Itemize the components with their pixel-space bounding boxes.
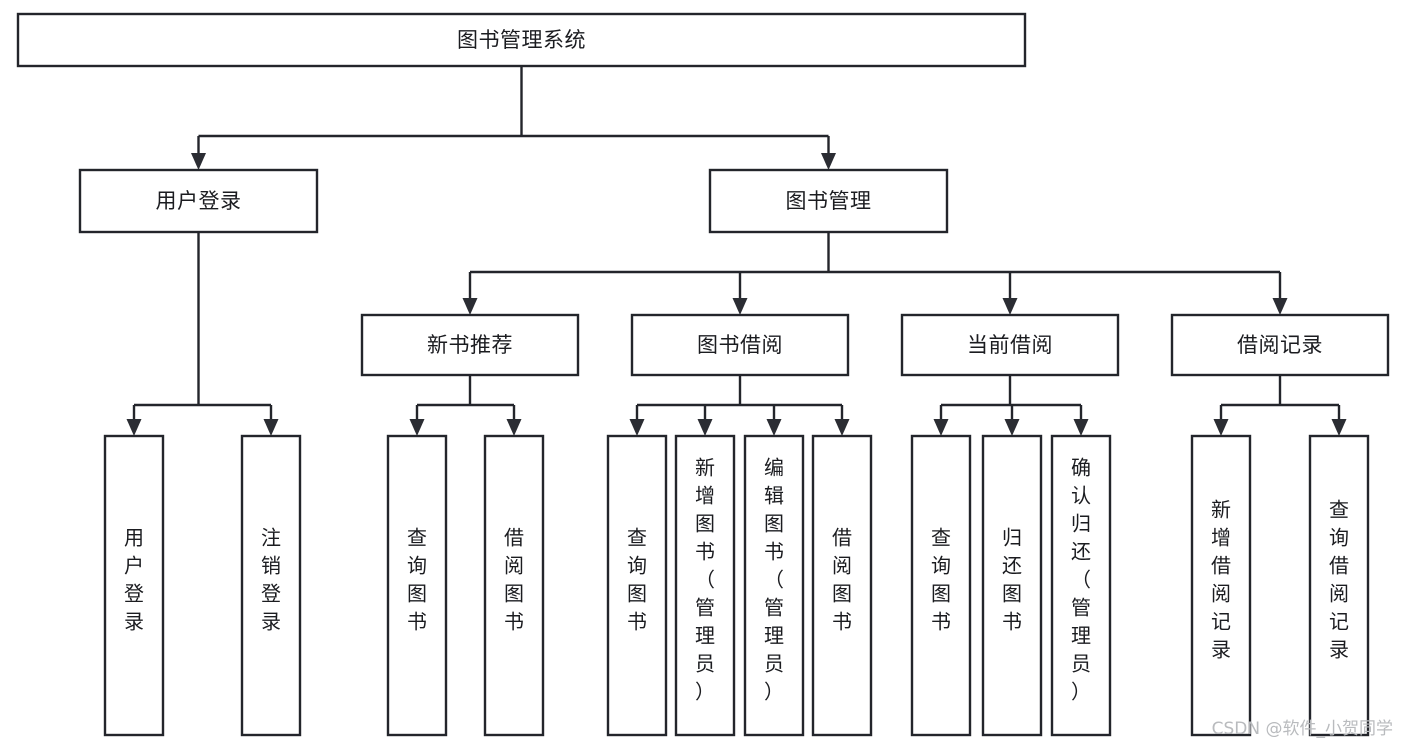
node-leaf-user-login-label: 用户登录	[124, 526, 144, 634]
node-user-login-box[interactable]	[78, 168, 319, 234]
arrow-head-icon	[506, 419, 522, 436]
node-book-borrow-label: 图书借阅	[697, 333, 783, 357]
node-leaf-query-book-2-box[interactable]	[606, 434, 668, 737]
arrow-head-icon	[1331, 419, 1347, 436]
node-leaf-add-record-label: 新增借阅记录	[1211, 498, 1231, 662]
node-new-book-recommend-box[interactable]	[360, 313, 580, 377]
node-leaf-query-record-label: 查询借阅记录	[1329, 498, 1349, 662]
node-leaf-borrow-book-1-label: 借阅图书	[504, 526, 524, 634]
node-leaf-add-book-label: 新增图书（管理员）	[695, 456, 715, 704]
node-leaf-edit-book-box[interactable]	[743, 434, 805, 737]
arrow-head-icon	[834, 419, 850, 436]
node-borrow-record-label: 借阅记录	[1237, 333, 1323, 357]
node-leaf-borrow-book-1-box[interactable]	[483, 434, 545, 737]
node-leaf-query-book-2-label: 查询图书	[627, 526, 647, 634]
node-leaf-edit-book-label: 编辑图书（管理员）	[764, 456, 784, 704]
node-current-borrow-box[interactable]	[900, 313, 1120, 377]
node-leaf-borrow-book-2-box[interactable]	[811, 434, 873, 737]
node-leaf-query-book-1-label: 查询图书	[407, 526, 427, 634]
arrow-head-icon	[821, 153, 836, 170]
edges-layer	[126, 66, 1347, 436]
node-leaf-query-book-3-box[interactable]	[910, 434, 972, 737]
arrow-head-icon	[933, 419, 949, 436]
node-leaf-query-book-1-box[interactable]	[386, 434, 448, 737]
arrow-head-icon	[1073, 419, 1089, 436]
node-root-root-box[interactable]	[16, 12, 1027, 68]
arrow-head-icon	[1213, 419, 1229, 436]
nodes-layer: 图书管理系统用户登录图书管理新书推荐图书借阅当前借阅借阅记录用户登录注销登录查询…	[16, 12, 1390, 737]
node-book-manage-label: 图书管理	[786, 189, 872, 213]
node-root-root-label: 图书管理系统	[457, 28, 586, 52]
arrow-head-icon	[1272, 298, 1288, 315]
node-new-book-recommend-label: 新书推荐	[427, 333, 513, 357]
node-user-login-label: 用户登录	[156, 189, 242, 213]
arrow-head-icon	[263, 419, 279, 436]
arrow-head-icon	[409, 419, 425, 436]
node-leaf-logout-login-box[interactable]	[240, 434, 302, 737]
arrow-head-icon	[732, 298, 748, 315]
node-leaf-confirm-return-label: 确认归还（管理员）	[1071, 456, 1091, 704]
arrow-head-icon	[126, 419, 142, 436]
arrow-head-icon	[1002, 298, 1018, 315]
node-leaf-confirm-return-box[interactable]	[1050, 434, 1112, 737]
node-leaf-return-book-box[interactable]	[981, 434, 1043, 737]
node-leaf-return-book-label: 归还图书	[1002, 526, 1022, 634]
arrow-head-icon	[766, 419, 782, 436]
arrow-head-icon	[462, 298, 478, 315]
node-current-borrow-label: 当前借阅	[967, 333, 1053, 357]
node-leaf-logout-login-label: 注销登录	[261, 526, 281, 634]
node-borrow-record-box[interactable]	[1170, 313, 1390, 377]
node-leaf-borrow-book-2-label: 借阅图书	[832, 526, 852, 634]
arrow-head-icon	[697, 419, 713, 436]
node-leaf-query-book-3-label: 查询图书	[931, 526, 951, 634]
node-leaf-add-book-box[interactable]	[674, 434, 736, 737]
node-book-manage-box[interactable]	[708, 168, 949, 234]
arrow-head-icon	[191, 153, 206, 170]
node-leaf-query-record-box[interactable]	[1308, 434, 1370, 737]
node-leaf-user-login-box[interactable]	[103, 434, 165, 737]
node-leaf-add-record-box[interactable]	[1190, 434, 1252, 737]
node-book-borrow-box[interactable]	[630, 313, 850, 377]
arrow-head-icon	[1004, 419, 1020, 436]
arrow-head-icon	[629, 419, 645, 436]
